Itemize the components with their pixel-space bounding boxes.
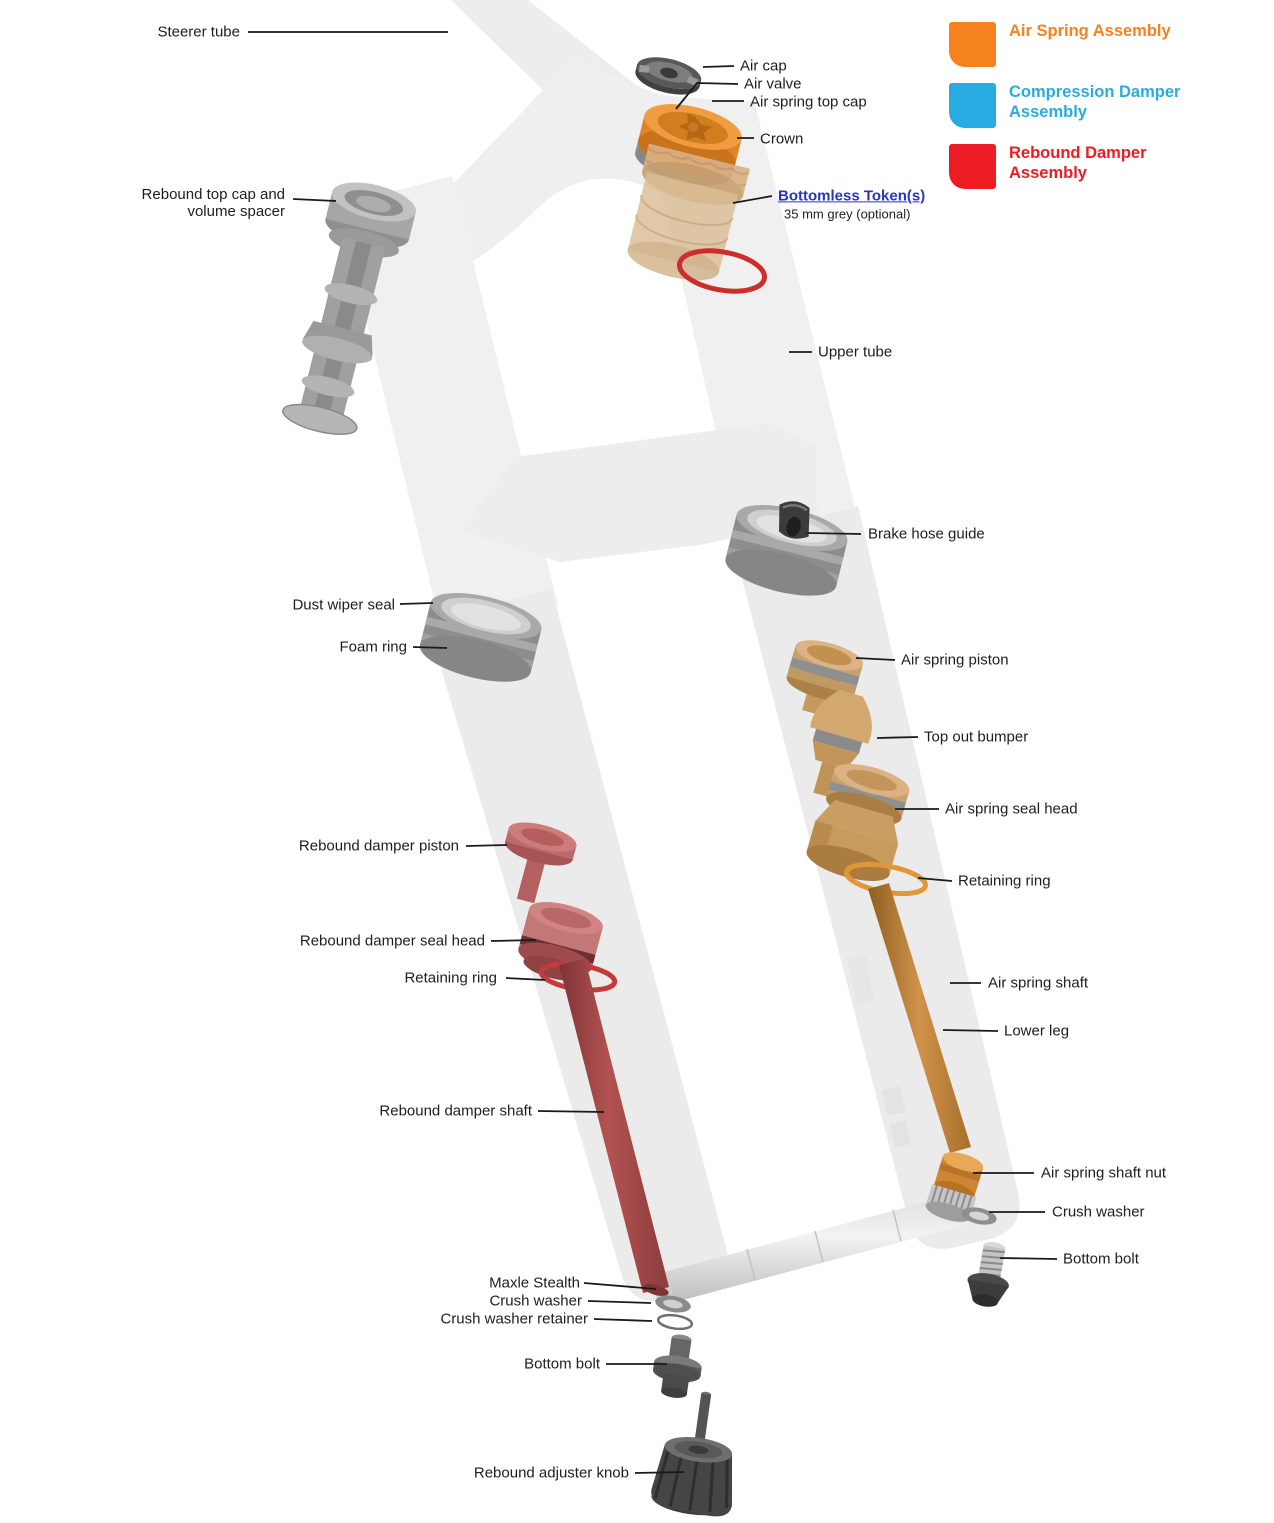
label-crush-washer-left: Crush washer (489, 1292, 582, 1310)
label-retaining-ring-left: Retaining ring (404, 969, 497, 987)
rebound-top-cap-graphic (282, 182, 416, 435)
label-bottomless-tokens: Bottomless Token(s) (778, 187, 925, 204)
label-air-spring-seal-head: Air spring seal head (945, 800, 1078, 818)
label-retaining-ring-right: Retaining ring (958, 872, 1051, 890)
legend-label-rebound-damper: Rebound Damper Assembly (1009, 144, 1147, 182)
label-lower-leg: Lower leg (1004, 1022, 1070, 1040)
rebound-damper-piston-graphic (504, 822, 577, 904)
label-crush-washer-retainer: Crush washer retainer (440, 1310, 588, 1328)
crush-washer-left-graphic (655, 1295, 691, 1313)
legend-item-rebound-damper: Rebound Damper Assembly (949, 144, 1209, 189)
label-bottom-bolt-left: Bottom bolt (524, 1355, 600, 1373)
label-air-spring-top-cap: Air spring top cap (750, 93, 867, 111)
label-air-cap: Air cap (740, 57, 787, 75)
legend-swatch-air-spring (949, 22, 996, 67)
label-bottomless-tokens-note: 35 mm grey (optional) (784, 206, 911, 222)
crush-washer-right-graphic (961, 1207, 997, 1225)
oring-graphic (677, 248, 767, 294)
legend-item-air-spring: Air Spring Assembly (949, 22, 1209, 67)
crown-tokens-graphic (627, 143, 750, 281)
label-rebound-damper-piston: Rebound damper piston (298, 837, 459, 855)
bottom-bolt-right-graphic (967, 1242, 1009, 1307)
rebound-adjuster-knob-graphic (651, 1391, 733, 1517)
label-air-spring-piston: Air spring piston (901, 651, 1009, 669)
arch-graphic (460, 423, 818, 562)
label-rebound-damper-seal-head: Rebound damper seal head (299, 932, 485, 950)
label-air-spring-shaft-nut: Air spring shaft nut (1041, 1164, 1167, 1182)
brake-hose-guide-graphic (778, 501, 810, 539)
label-crush-washer-right: Crush washer (1052, 1203, 1145, 1221)
air-cap-graphic (635, 57, 702, 95)
label-dust-wiper-seal: Dust wiper seal (292, 596, 395, 614)
label-rebound-damper-shaft: Rebound damper shaft (379, 1102, 532, 1120)
label-air-spring-shaft: Air spring shaft (988, 974, 1089, 992)
air-spring-seal-head-graphic (806, 763, 910, 881)
label-top-out-bumper: Top out bumper (924, 728, 1029, 746)
bottomless-tokens-link[interactable]: Bottomless Token(s) (778, 187, 926, 205)
legend-swatch-compression-damper (949, 83, 996, 128)
legend-swatch-rebound-damper (949, 144, 996, 189)
legend-label-air-spring: Air Spring Assembly (1009, 22, 1171, 40)
label-bottom-bolt-right: Bottom bolt (1063, 1250, 1139, 1268)
legend-label-compression-damper: Compression Damper Assembly (1009, 83, 1181, 121)
label-rebound-adjuster-knob: Rebound adjuster knob (473, 1464, 629, 1482)
label-maxle-stealth: Maxle Stealth (489, 1274, 580, 1292)
leader-lines (248, 31, 1058, 1474)
label-foam-ring: Foam ring (339, 638, 407, 656)
dust-wiper-seal-graphic (419, 592, 542, 682)
legend: Air Spring Assembly Compression Damper A… (949, 22, 1209, 205)
label-brake-hose-guide: Brake hose guide (868, 525, 985, 543)
bottom-bolt-left-graphic (652, 1334, 702, 1398)
label-crown: Crown (760, 130, 804, 148)
label-rebound-top-cap: Rebound top cap and volume spacer (141, 185, 285, 220)
label-air-valve: Air valve (744, 75, 802, 93)
label-upper-tube: Upper tube (818, 343, 893, 361)
air-spring-shaft-graphic (868, 883, 971, 1153)
label-steerer-tube: Steerer tube (157, 23, 240, 41)
crush-washer-retainer-graphic (656, 1313, 694, 1331)
legend-item-compression-damper: Compression Damper Assembly (949, 83, 1209, 128)
rebound-damper-shaft-graphic (559, 959, 669, 1296)
